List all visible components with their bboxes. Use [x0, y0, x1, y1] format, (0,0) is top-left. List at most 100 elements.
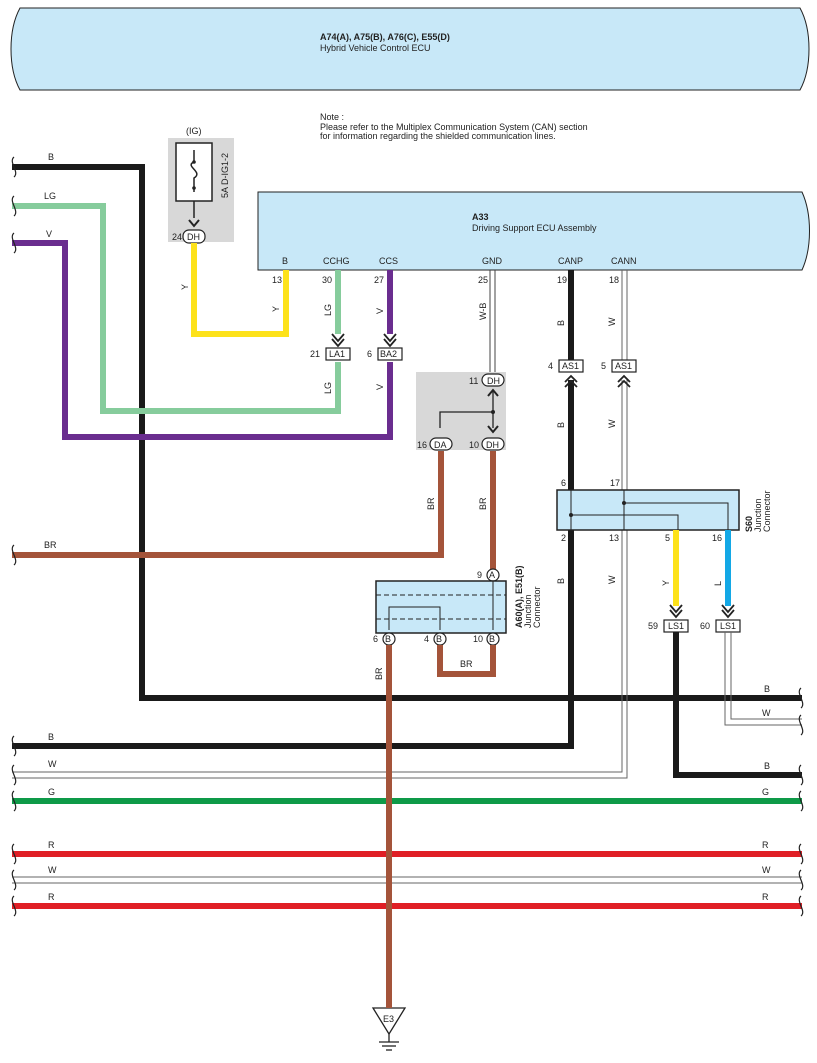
- note-line1: Please refer to the Multiplex Communicat…: [320, 122, 588, 132]
- svg-text:S60: S60: [744, 516, 754, 532]
- svg-text:Junction: Junction: [753, 498, 763, 532]
- wire-br-loop[interactable]: BR: [437, 645, 496, 677]
- svg-text:W: W: [607, 317, 617, 326]
- fuse-block[interactable]: (IG) 5A D-IG1-2 DH 24: [168, 126, 234, 244]
- svg-text:AS1: AS1: [615, 361, 632, 371]
- svg-text:13: 13: [609, 533, 619, 543]
- note-block: Note : Please refer to the Multiplex Com…: [320, 112, 588, 141]
- svg-text:R: R: [48, 840, 55, 850]
- svg-text:16: 16: [712, 533, 722, 543]
- ground-e3[interactable]: E3: [371, 1007, 407, 1051]
- svg-text:B: B: [764, 684, 770, 694]
- connector-as1-4[interactable]: AS1 4: [548, 359, 584, 388]
- driving-support-ecu[interactable]: A33 Driving Support ECU Assembly B CCHG …: [257, 191, 810, 271]
- svg-text:Y: Y: [271, 306, 281, 312]
- svg-text:Connector: Connector: [762, 490, 772, 532]
- svg-text:5: 5: [601, 361, 606, 371]
- wire-r-2[interactable]: R R: [12, 892, 802, 909]
- svg-text:DA: DA: [434, 440, 447, 450]
- connector-la1[interactable]: LA1 21: [310, 333, 351, 361]
- svg-text:B: B: [489, 634, 495, 644]
- wire-l-s60[interactable]: L: [713, 530, 731, 606]
- svg-text:R: R: [762, 892, 769, 902]
- svg-text:A: A: [489, 570, 495, 580]
- svg-text:4: 4: [548, 361, 553, 371]
- right-continuation-marks: [798, 687, 804, 917]
- svg-text:6: 6: [367, 349, 372, 359]
- svg-text:LG: LG: [44, 191, 56, 201]
- svg-text:10: 10: [473, 634, 483, 644]
- term-cchg-pin: 30: [322, 275, 332, 285]
- junction-a60[interactable]: A 9 A60(A), E51(B) Junction Connector B …: [373, 565, 542, 646]
- fuse-conn-pin: 24: [172, 232, 182, 242]
- svg-text:17: 17: [610, 478, 620, 488]
- wire-wb-gnd[interactable]: W-B: [478, 270, 496, 374]
- svg-text:LS1: LS1: [720, 621, 736, 631]
- splice-box-dh[interactable]: DH 11 DA 16 DH 10: [416, 372, 506, 451]
- note-line2: for information regarding the shielded c…: [320, 131, 556, 141]
- wire-cann[interactable]: W W W W: [12, 270, 628, 779]
- term-canp-name: CANP: [558, 256, 583, 266]
- svg-text:A60(A), E51(B): A60(A), E51(B): [514, 565, 524, 628]
- svg-text:V: V: [375, 308, 385, 314]
- connector-as1-5[interactable]: AS1 5: [601, 359, 637, 388]
- svg-text:BR: BR: [374, 667, 384, 680]
- wire-y[interactable]: Y Y: [180, 243, 289, 337]
- svg-text:B: B: [764, 761, 770, 771]
- wire-r-1[interactable]: R R: [12, 840, 802, 857]
- connector-ls1-59[interactable]: LS1 59: [648, 604, 689, 633]
- term-gnd-name: GND: [482, 256, 503, 266]
- left-continuation-marks: [11, 156, 17, 917]
- wire-ls1-60-w[interactable]: W: [724, 632, 802, 726]
- svg-text:6: 6: [561, 478, 566, 488]
- term-gnd-pin: 25: [478, 275, 488, 285]
- svg-text:B: B: [385, 634, 391, 644]
- wire-v[interactable]: V V V: [12, 229, 393, 440]
- wire-w-bottom[interactable]: W W: [12, 865, 802, 884]
- svg-text:Junction: Junction: [523, 594, 533, 628]
- ecu-name: Driving Support ECU Assembly: [472, 223, 597, 233]
- svg-text:60: 60: [700, 621, 710, 631]
- fuse-label: 5A D-IG1-2: [220, 153, 230, 198]
- term-cann-pin: 18: [609, 275, 619, 285]
- svg-text:9: 9: [477, 570, 482, 580]
- ecu-code: A33: [472, 212, 489, 222]
- wire-canp[interactable]: B B B B: [12, 270, 574, 749]
- connector-ls1-60[interactable]: LS1 60: [700, 604, 741, 633]
- svg-text:BR: BR: [44, 540, 57, 550]
- svg-text:21: 21: [310, 349, 320, 359]
- wire-y-s60[interactable]: Y: [661, 530, 679, 606]
- hv-ecu-name: Hybrid Vehicle Control ECU: [320, 43, 431, 53]
- connector-ba2[interactable]: BA2 6: [367, 333, 403, 361]
- svg-text:11: 11: [469, 376, 478, 386]
- svg-text:V: V: [46, 229, 52, 239]
- svg-text:E3: E3: [383, 1014, 394, 1024]
- hv-ecu-block[interactable]: A74(A), A75(B), A76(C), E55(D) Hybrid Ve…: [10, 7, 810, 91]
- svg-text:LG: LG: [323, 304, 333, 316]
- hv-ecu-code: A74(A), A75(B), A76(C), E55(D): [320, 32, 450, 42]
- svg-text:DH: DH: [487, 376, 500, 386]
- svg-text:B: B: [556, 320, 566, 326]
- svg-text:BR: BR: [478, 497, 488, 510]
- term-cann-name: CANN: [611, 256, 637, 266]
- svg-text:Y: Y: [661, 580, 671, 586]
- svg-text:6: 6: [373, 634, 378, 644]
- svg-text:2: 2: [561, 533, 566, 543]
- fuse-group: (IG): [186, 126, 202, 136]
- term-ccs-name: CCS: [379, 256, 398, 266]
- svg-text:BA2: BA2: [380, 349, 397, 359]
- wire-br-center[interactable]: BR: [478, 451, 496, 569]
- wire-ls1-59-b[interactable]: B: [673, 632, 802, 778]
- term-b-name: B: [282, 256, 288, 266]
- wire-lg[interactable]: LG LG LG: [12, 191, 341, 414]
- svg-text:B: B: [556, 578, 566, 584]
- svg-text:B: B: [436, 634, 442, 644]
- svg-text:G: G: [48, 787, 55, 797]
- wire-b-main[interactable]: B B: [12, 152, 802, 701]
- note-title: Note :: [320, 112, 344, 122]
- wire-g[interactable]: G G: [12, 787, 802, 804]
- wire-br-left[interactable]: BR BR: [12, 451, 444, 558]
- svg-text:R: R: [762, 840, 769, 850]
- svg-text:G: G: [762, 787, 769, 797]
- junction-s60[interactable]: 6 17 2 13 5 16 S60 Junction Connector: [556, 478, 772, 543]
